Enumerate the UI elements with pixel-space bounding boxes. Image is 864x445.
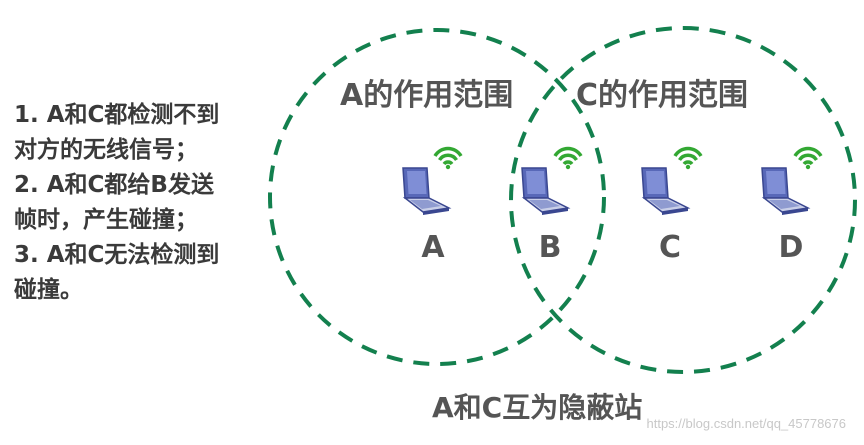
wifi-icon-d <box>793 146 823 171</box>
range-circle-c <box>509 26 857 374</box>
note-line: 3. A和C无法检测到 <box>14 242 220 268</box>
laptop-icon-b <box>521 167 569 216</box>
note-line: 帧时，产生碰撞； <box>14 207 198 233</box>
node-label-a: A <box>421 230 445 265</box>
node-label-d: D <box>778 230 804 265</box>
node-label-c: C <box>658 230 682 265</box>
node-label-b: B <box>538 230 562 265</box>
explanation-notes: 1. A和C都检测不到 对方的无线信号； 2. A和C都给B发送 帧时，产生碰撞… <box>14 98 264 308</box>
range-label-c: C的作用范围 <box>576 78 749 113</box>
laptop-icon-c <box>641 167 689 216</box>
range-circle-a <box>268 28 606 366</box>
laptop-icon-d <box>761 167 809 216</box>
note-line: 对方的无线信号； <box>14 137 198 163</box>
wifi-icon-a <box>433 146 463 171</box>
wifi-icon-c <box>673 146 703 171</box>
wifi-icon-b <box>553 146 583 171</box>
note-line: 碰撞。 <box>14 277 83 303</box>
watermark: https://blog.csdn.net/qq_45778676 <box>646 416 847 431</box>
note-line: 2. A和C都给B发送 <box>14 172 214 198</box>
note-line: 1. A和C都检测不到 <box>14 102 220 128</box>
caption: A和C互为隐蔽站 <box>432 391 643 424</box>
laptop-icon-a <box>402 167 450 216</box>
range-label-a: A的作用范围 <box>340 78 514 113</box>
